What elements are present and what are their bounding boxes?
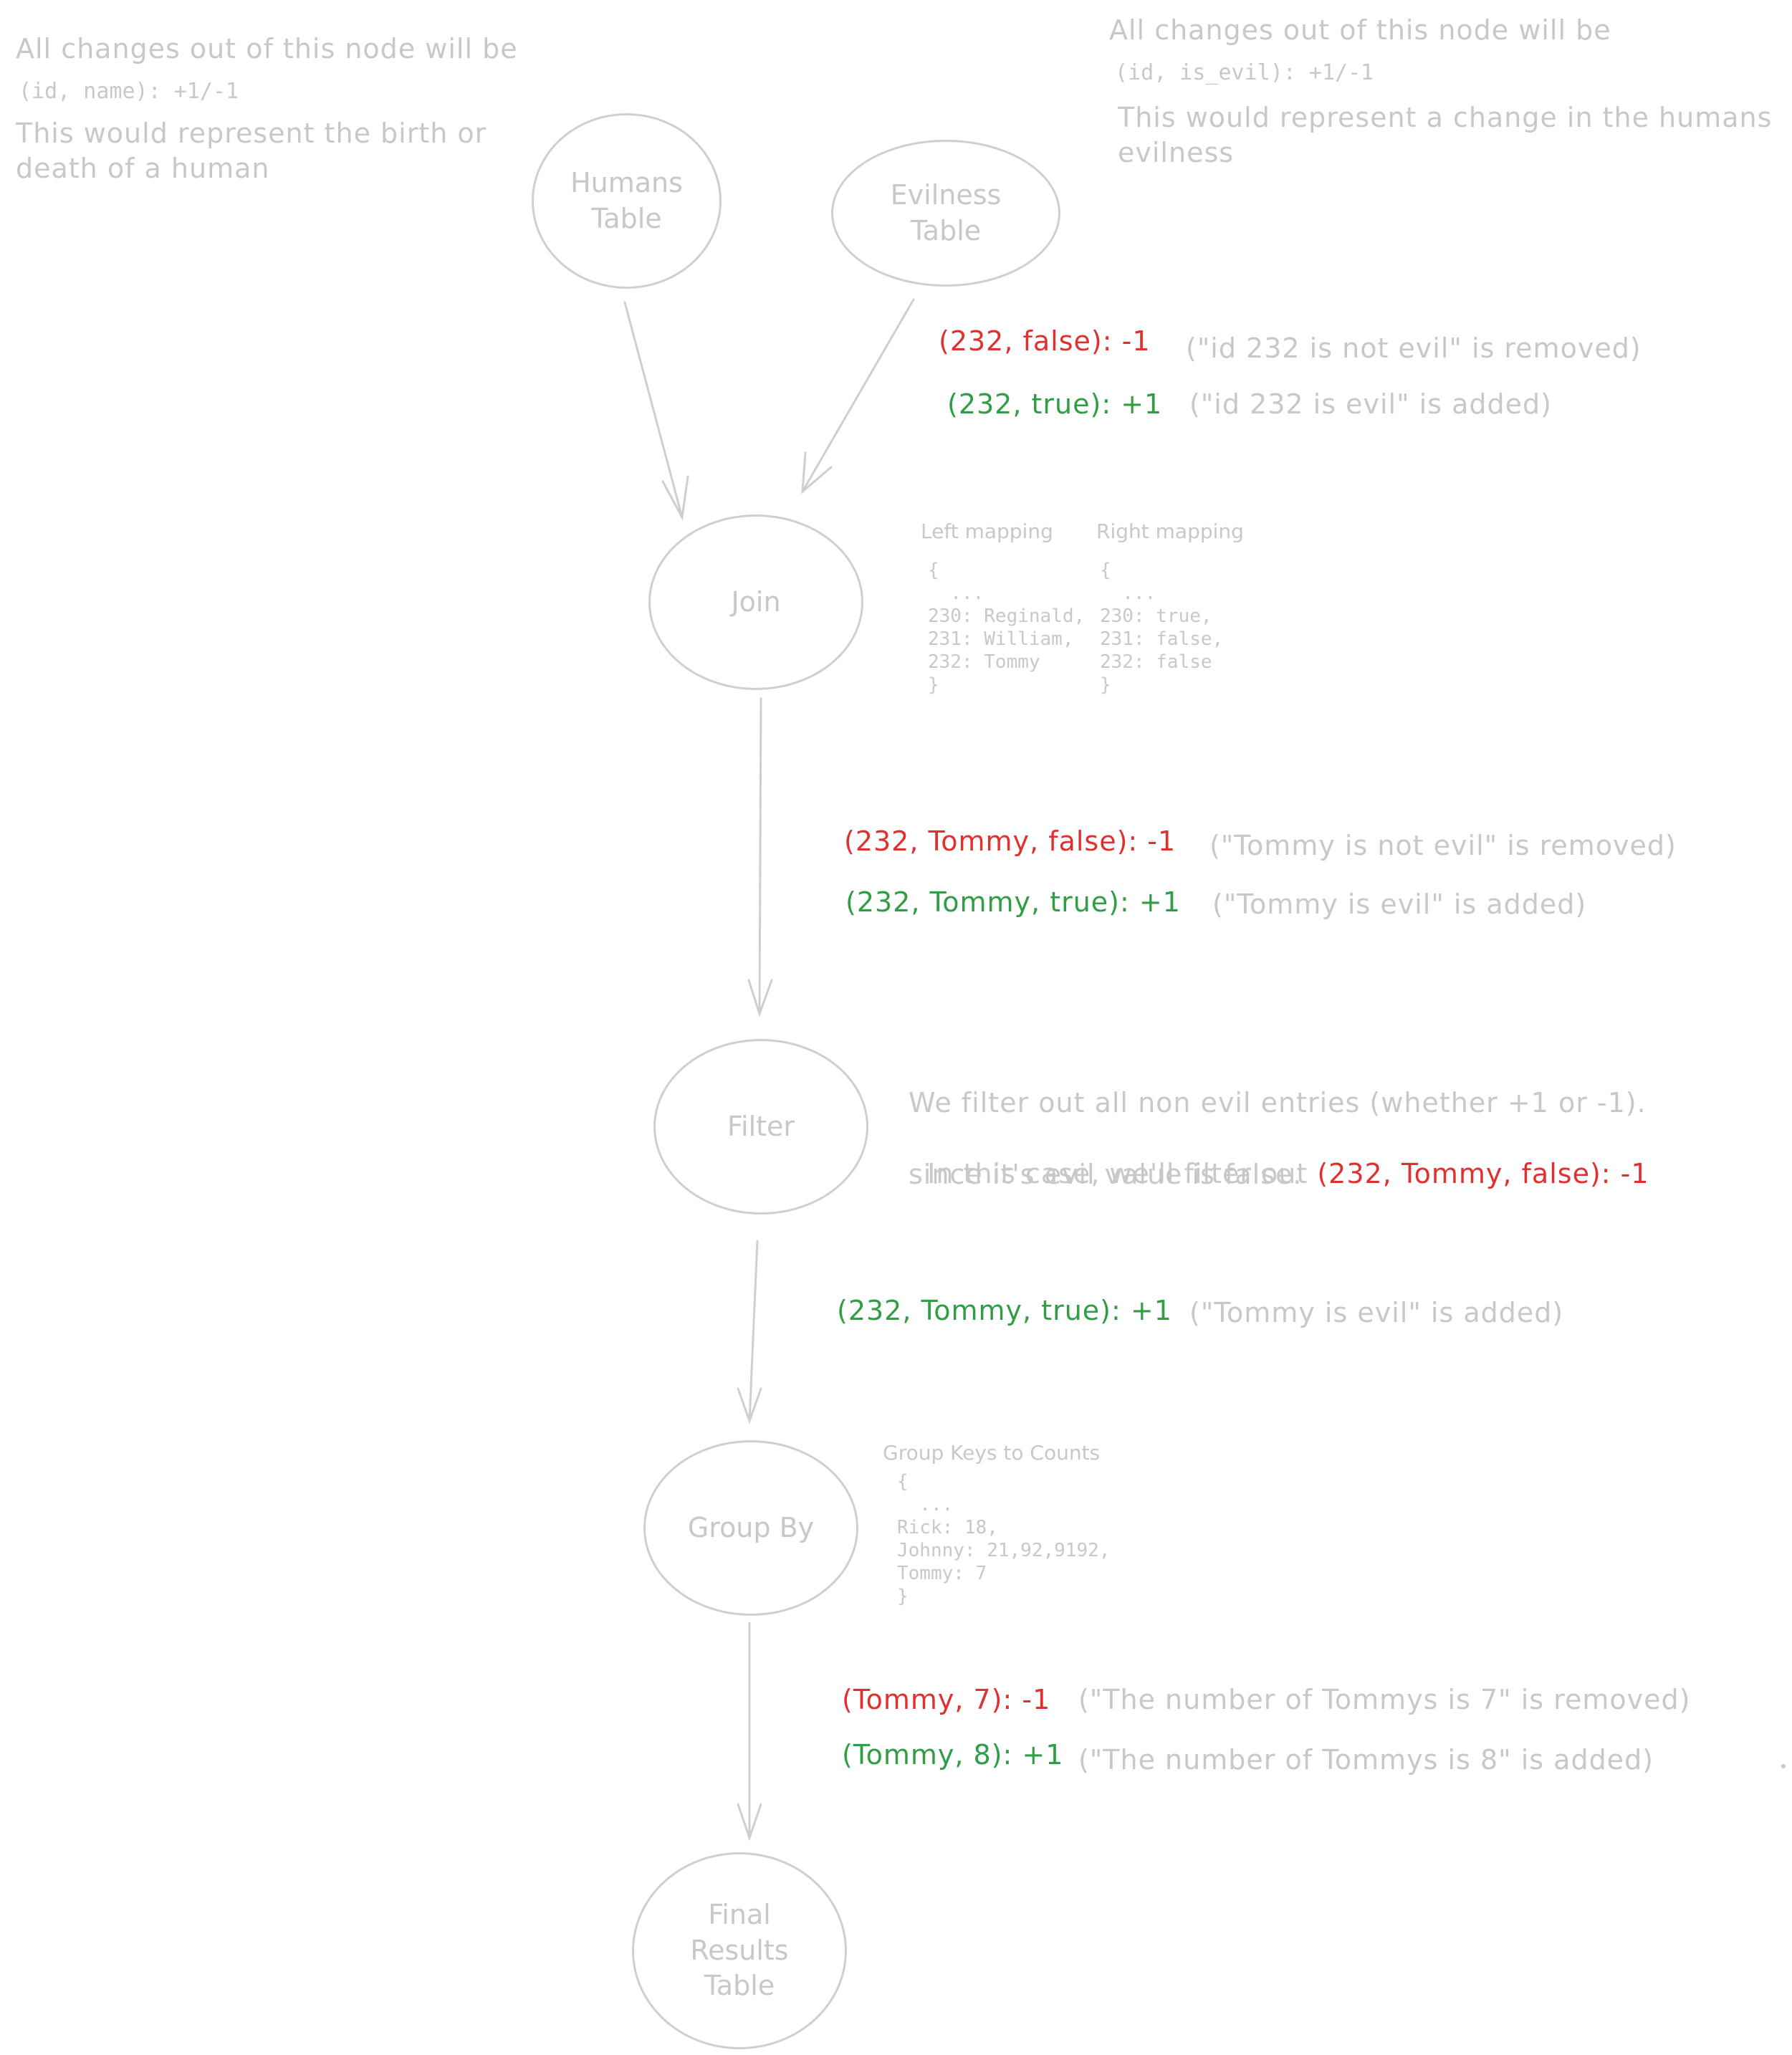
arrowhead-groupby-to-final: [737, 1803, 762, 1841]
join-change-added: (232, Tommy, true): +1: [845, 886, 1181, 918]
join-change-removed-note: ("Tommy is not evil" is removed): [1209, 830, 1677, 861]
join-change-added-note: ("Tommy is evil" is added): [1212, 888, 1587, 920]
group-by-change-added-note: ("The number of Tommys is 8" is added): [1078, 1744, 1654, 1776]
filter-note-line2-highlight: (232, Tommy, false): -1: [1317, 1158, 1649, 1190]
edge-join-to-filter: [758, 697, 762, 1015]
final-results-table-label: Final Results Table: [690, 1899, 789, 2002]
group-by-node: Group By: [643, 1440, 858, 1616]
group-by-change-added: (Tommy, 8): +1: [842, 1739, 1064, 1771]
arrowhead-evilness-to-join: [801, 451, 833, 494]
filter-node: Filter: [653, 1039, 868, 1215]
evilness-note-description: This would represent a change in the hum…: [1118, 102, 1773, 169]
edge-humans-to-join: [623, 301, 684, 519]
right-mapping-title: Right mapping: [1096, 519, 1244, 543]
left-mapping-body: { ... 230: Reginald, 231: William, 232: …: [928, 560, 1086, 696]
final-results-table-node: Final Results Table: [632, 1852, 847, 2049]
evilness-change-added: (232, true): +1: [947, 388, 1163, 420]
join-label: Join: [731, 585, 781, 618]
evilness-change-added-note: ("id 232 is evil" is added): [1189, 388, 1552, 420]
filter-note-line2-prefix: In this case, we'll filter out: [927, 1158, 1318, 1190]
edge-filter-to-groupby: [748, 1240, 759, 1422]
join-node: Join: [648, 514, 863, 690]
filter-change-added: (232, Tommy, true): +1: [837, 1295, 1172, 1326]
humans-table-label: Humans Table: [570, 167, 683, 234]
evilness-change-removed: (232, false): -1: [939, 325, 1151, 357]
humans-note-description: This would represent the birth or death …: [16, 118, 487, 185]
evilness-note-line1: All changes out of this node will be: [1109, 14, 1611, 46]
edge-evilness-to-join: [801, 298, 915, 493]
filter-note-line3: since it's evil value is false.: [909, 1159, 1303, 1190]
filter-note-line1: We filter out all non evil entries (whet…: [909, 1087, 1647, 1118]
humans-table-node: Humans Table: [532, 113, 722, 289]
evilness-change-removed-note: ("id 232 is not evil" is removed): [1186, 332, 1642, 364]
group-by-label: Group By: [687, 1511, 815, 1543]
humans-note-signature: (id, name): +1/-1: [19, 79, 239, 104]
arrowhead-humans-to-join: [661, 475, 689, 521]
right-mapping-body: { ... 230: true, 231: false, 232: false …: [1100, 560, 1224, 696]
filter-note-line2: In this case, we'll filter out (232, Tom…: [909, 1121, 1649, 1192]
group-by-change-removed-note: ("The number of Tommys is 7" is removed): [1078, 1684, 1691, 1715]
left-mapping-title: Left mapping: [921, 519, 1053, 543]
arrowhead-join-to-filter: [747, 979, 773, 1017]
stray-dot: [1781, 1764, 1786, 1768]
filter-label: Filter: [727, 1110, 795, 1142]
group-keys-title: Group Keys to Counts: [883, 1441, 1101, 1465]
join-change-removed: (232, Tommy, false): -1: [844, 825, 1177, 857]
arrowhead-filter-to-groupby: [737, 1387, 762, 1424]
evilness-note-signature: (id, is_evil): +1/-1: [1115, 60, 1374, 85]
group-keys-body: { ... Rick: 18, Johnny: 21,92,9192, Tomm…: [897, 1471, 1111, 1607]
group-by-change-removed: (Tommy, 7): -1: [842, 1684, 1051, 1715]
filter-change-added-note: ("Tommy is evil" is added): [1189, 1297, 1564, 1328]
evilness-table-label: Evilness Table: [890, 179, 1002, 246]
evilness-table-node: Evilness Table: [831, 140, 1060, 287]
humans-note-line1: All changes out of this node will be: [16, 33, 518, 64]
